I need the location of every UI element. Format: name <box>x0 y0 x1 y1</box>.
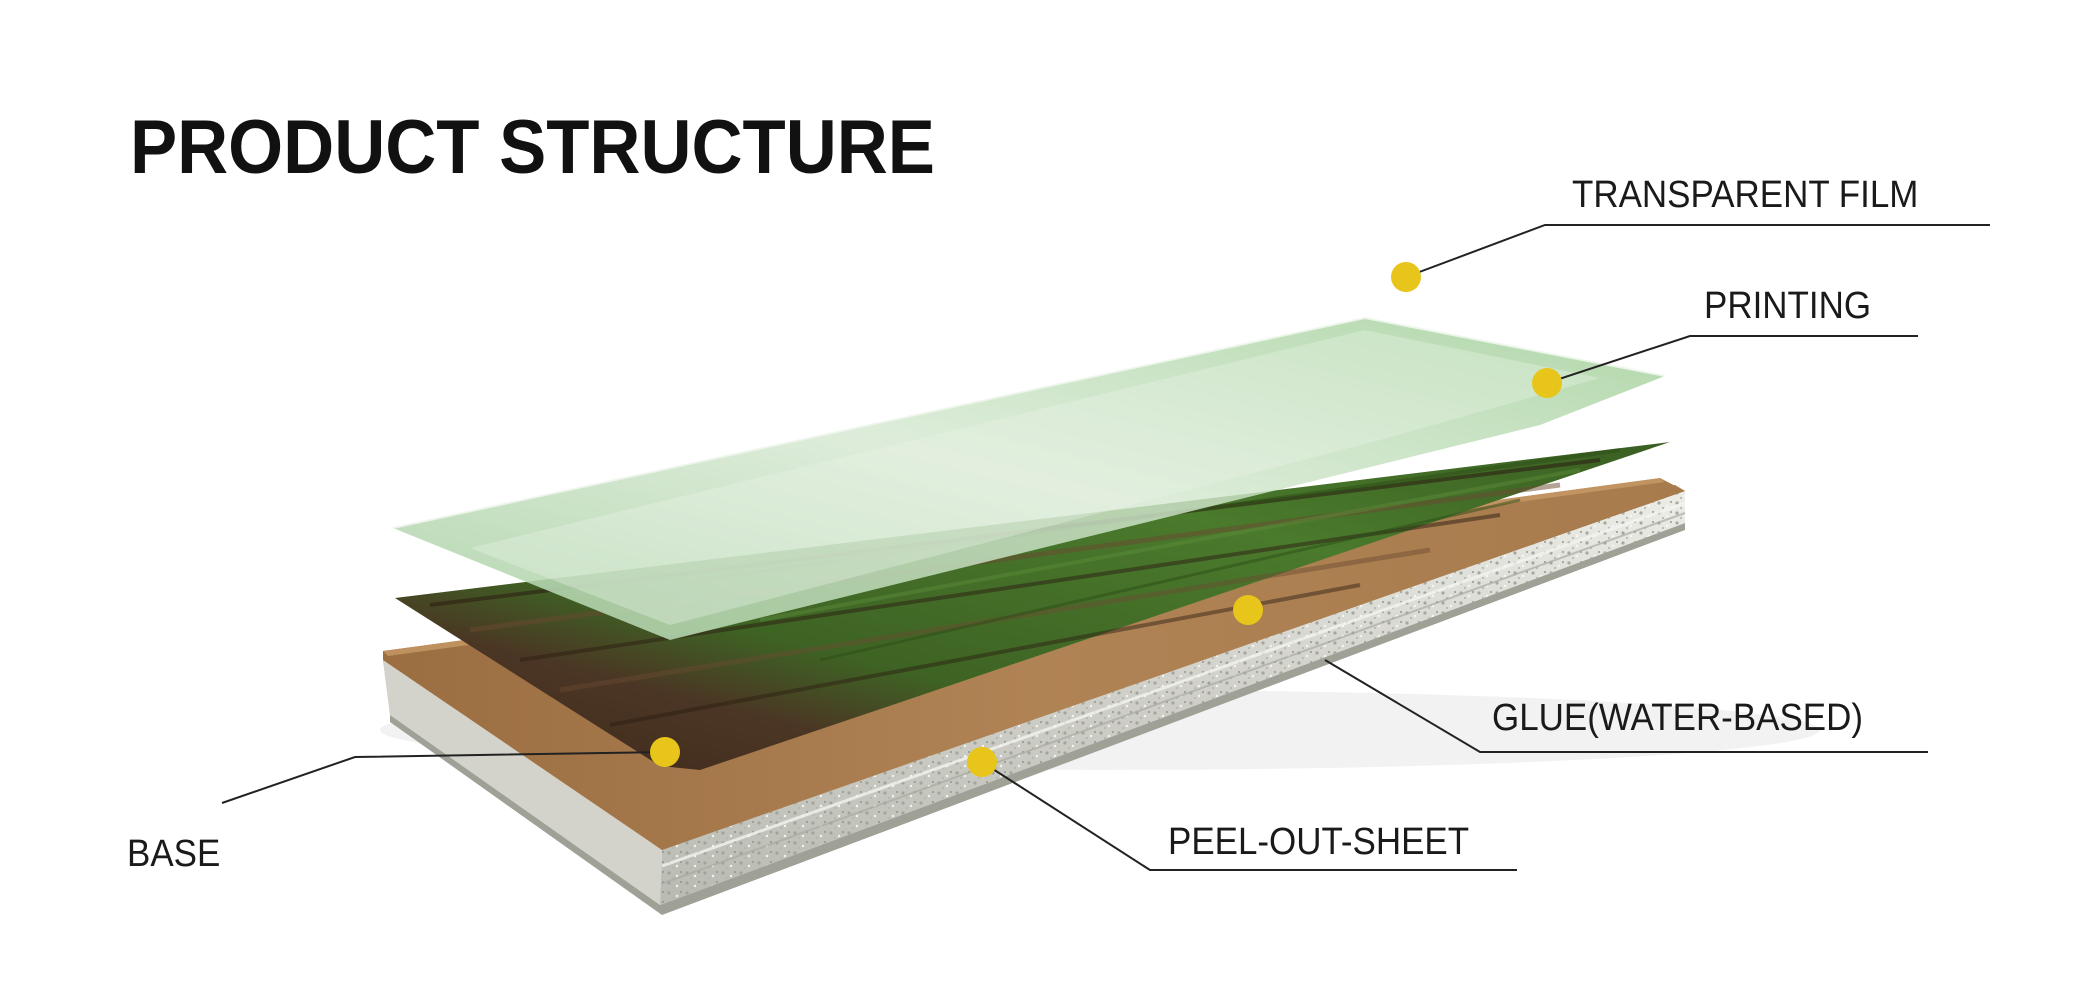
marker-peel <box>967 747 997 777</box>
label-printing: PRINTING <box>1704 285 1872 327</box>
transparent-film-shine <box>470 330 1600 625</box>
markers <box>650 262 1562 777</box>
printing-sheet <box>395 442 1670 770</box>
leader-line-glue <box>1324 659 1928 753</box>
marker-printing <box>1532 368 1562 398</box>
grain-8 <box>819 498 1521 662</box>
page-title: PRODUCT STRUCTURE <box>130 105 935 190</box>
base-seam-1 <box>661 501 1686 868</box>
printing-layer <box>395 442 1670 770</box>
leader-line-peel <box>981 761 1517 871</box>
leader-lines <box>221 224 1990 871</box>
base-seam-2 <box>660 512 1686 885</box>
label-glue: GLUE(WATER-BASED) <box>1492 697 1863 739</box>
marker-base <box>650 737 680 767</box>
base-left-face <box>383 660 662 905</box>
leader-line-printing <box>1546 335 1918 384</box>
transparent-film-edge <box>392 316 1666 529</box>
label-peel-out-sheet: PEEL-OUT-SHEET <box>1168 821 1470 863</box>
label-base: BASE <box>127 833 221 875</box>
marker-glue <box>1233 595 1263 625</box>
leader-line-film <box>1405 224 1990 278</box>
marker-film <box>1391 262 1421 292</box>
label-transparent-film: TRANSPARENT FILM <box>1572 174 1919 216</box>
leader-line-base <box>221 751 666 804</box>
grain-7 <box>759 468 1581 622</box>
transparent-film-sheet <box>393 318 1665 640</box>
